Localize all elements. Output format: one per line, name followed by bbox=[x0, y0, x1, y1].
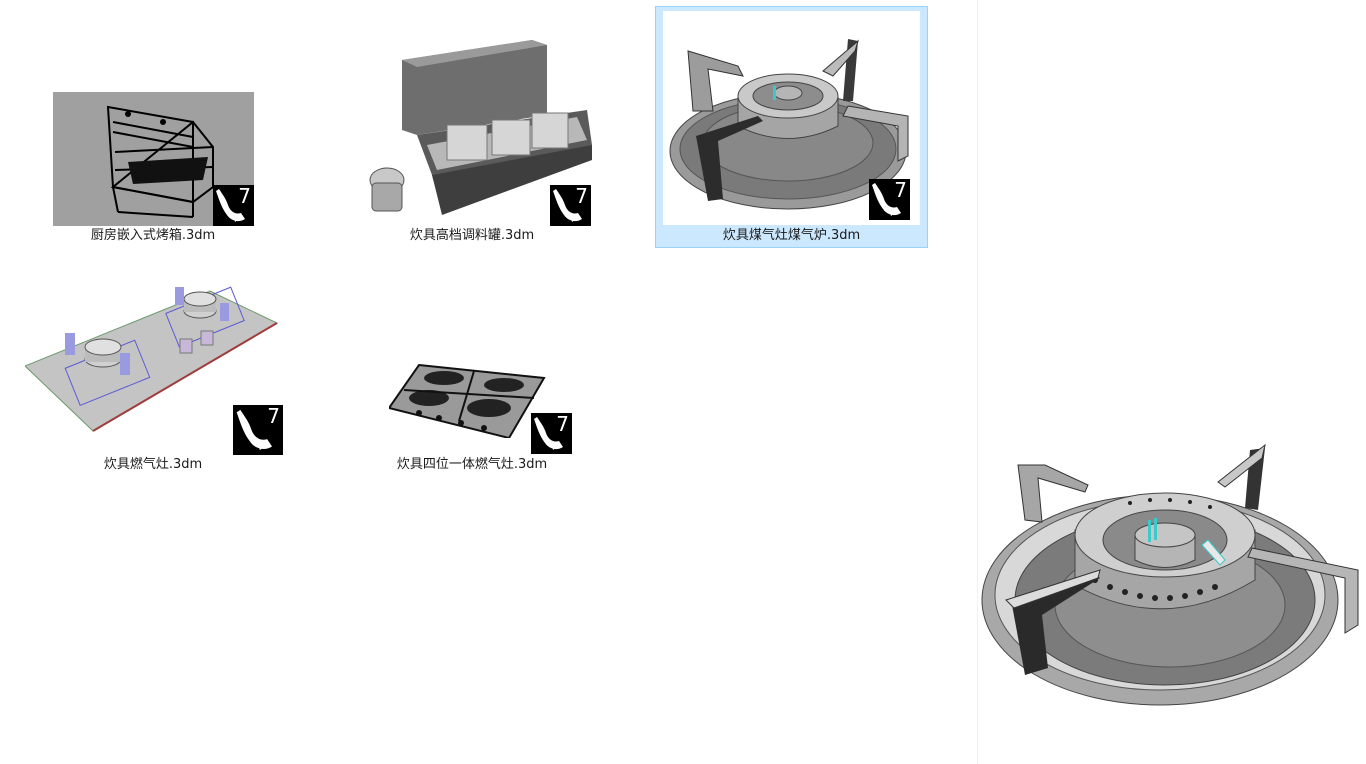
four-burner-stove-image bbox=[389, 363, 546, 438]
preview-pane bbox=[978, 0, 1366, 764]
file-list-pane: 7 厨房嵌入式烤箱.3dm 7 炊具高档调料罐.3dm bbox=[24, 6, 928, 476]
gas-burner-preview-image bbox=[981, 443, 1359, 706]
oven-wireframe-image bbox=[106, 105, 214, 218]
rhino-7-icon: 7 bbox=[869, 179, 910, 220]
file-thumbnail bbox=[389, 363, 549, 438]
file-name: 炊具煤气灶煤气炉.3dm bbox=[722, 228, 861, 243]
rhino-7-icon: 7 bbox=[233, 405, 283, 455]
file-thumbnail bbox=[25, 281, 283, 439]
file-name: 炊具四位一体燃气灶.3dm bbox=[396, 457, 548, 472]
spice-jar-box-image bbox=[369, 40, 592, 215]
file-item[interactable]: 7 厨房嵌入式烤箱.3dm bbox=[24, 6, 282, 248]
file-name: 炊具高档调料罐.3dm bbox=[409, 228, 535, 243]
file-item[interactable]: 7 炊具四位一体燃气灶.3dm bbox=[343, 262, 601, 476]
file-thumbnail bbox=[53, 92, 254, 226]
double-gas-stove-image bbox=[25, 286, 279, 432]
file-item[interactable]: 7 炊具燃气灶.3dm bbox=[24, 262, 283, 476]
file-item-selected[interactable]: 7 炊具煤气灶煤气炉.3dm bbox=[655, 6, 928, 248]
file-item[interactable]: 7 炊具高档调料罐.3dm bbox=[343, 6, 601, 248]
file-thumbnail bbox=[352, 35, 602, 227]
file-name: 厨房嵌入式烤箱.3dm bbox=[90, 228, 216, 243]
gas-burner-image bbox=[669, 39, 909, 210]
rhino-7-icon: 7 bbox=[531, 413, 572, 454]
file-name: 炊具燃气灶.3dm bbox=[103, 457, 203, 472]
rhino-7-icon: 7 bbox=[550, 185, 591, 226]
preview-pane-divider[interactable] bbox=[977, 0, 978, 764]
rhino-7-icon: 7 bbox=[213, 185, 254, 226]
